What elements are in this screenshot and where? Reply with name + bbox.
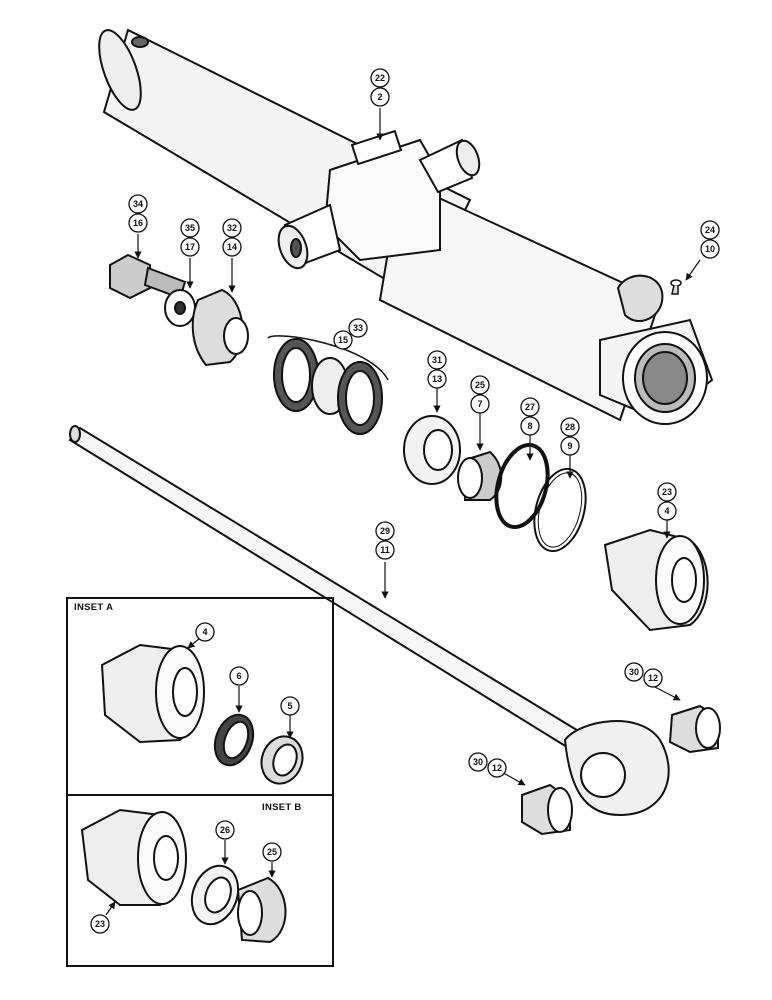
- callout-25-7: 25 7: [470, 375, 490, 414]
- svg-text:28: 28: [565, 422, 575, 432]
- backup-ring-part: [533, 467, 587, 553]
- callout-34-16: 34 16: [128, 194, 148, 233]
- svg-text:17: 17: [185, 242, 195, 252]
- callout-35-17: 35 17: [180, 218, 200, 257]
- svg-text:2: 2: [377, 92, 382, 102]
- callout-29-11: 29 11: [375, 521, 395, 560]
- svg-text:22: 22: [375, 73, 385, 83]
- inset-a-wiper: [260, 735, 304, 785]
- inset-b-spacer: [190, 864, 240, 926]
- bushing-part: [457, 450, 503, 501]
- inset-b-gland: [80, 808, 187, 906]
- svg-text:35: 35: [185, 223, 195, 233]
- svg-text:24: 24: [705, 225, 715, 235]
- callout-inset-b-25: 25: [262, 842, 282, 862]
- piston-part: [267, 335, 389, 435]
- svg-text:16: 16: [133, 218, 143, 228]
- svg-text:27: 27: [525, 402, 535, 412]
- svg-text:13: 13: [432, 374, 442, 384]
- inset-b-title: INSET B: [262, 802, 302, 813]
- washer-part: [164, 289, 196, 327]
- svg-text:7: 7: [477, 399, 482, 409]
- svg-text:5: 5: [287, 701, 292, 711]
- spacer-part: [403, 415, 461, 485]
- svg-text:9: 9: [567, 441, 572, 451]
- inset-b-bushing: [236, 876, 287, 944]
- callout-31-13: 31 13: [427, 350, 447, 389]
- svg-text:4: 4: [664, 506, 669, 516]
- svg-text:26: 26: [220, 825, 230, 835]
- svg-text:33: 33: [353, 323, 363, 333]
- svg-text:4: 4: [202, 627, 207, 637]
- inset-a-gland: [100, 643, 205, 744]
- gland-part: [603, 528, 709, 632]
- svg-text:12: 12: [648, 673, 658, 683]
- callout-inset-b-23: 23: [90, 914, 110, 934]
- svg-text:14: 14: [227, 242, 237, 252]
- svg-text:15: 15: [338, 335, 348, 345]
- screw-part: [670, 279, 682, 295]
- svg-text:6: 6: [236, 671, 241, 681]
- callout-inset-a-6: 6: [229, 666, 249, 686]
- callout-23-4: 23 4: [657, 482, 677, 521]
- piston-rod: [68, 425, 670, 817]
- svg-text:30: 30: [629, 667, 639, 677]
- svg-text:8: 8: [527, 421, 532, 431]
- svg-text:10: 10: [705, 244, 715, 254]
- o-ring-part: [494, 442, 550, 530]
- svg-text:32: 32: [227, 223, 237, 233]
- svg-text:12: 12: [492, 763, 502, 773]
- inset-frame: [66, 597, 334, 967]
- rod-end-bushing-right: [668, 704, 721, 754]
- cylinder-barrel: [98, 28, 714, 425]
- svg-text:29: 29: [380, 526, 390, 536]
- svg-text:23: 23: [95, 919, 105, 929]
- svg-text:34: 34: [133, 199, 143, 209]
- callout-28-9: 28 9: [560, 417, 580, 456]
- svg-text:30: 30: [473, 757, 483, 767]
- inset-a-title: INSET A: [74, 602, 113, 613]
- inset-a-seal: [213, 713, 255, 767]
- callout-22-2: 22 2: [370, 68, 390, 107]
- callout-inset-a-5: 5: [280, 696, 300, 716]
- callout-inset-a-4: 4: [195, 622, 215, 642]
- callout-32-14: 32 14: [222, 218, 242, 257]
- svg-text:25: 25: [475, 380, 485, 390]
- svg-text:25: 25: [267, 847, 277, 857]
- callout-24-10: 24 10: [700, 220, 720, 259]
- rod-end-bushing-left: [521, 783, 573, 836]
- callout-33-15: 33 15: [333, 318, 368, 350]
- svg-text:11: 11: [380, 545, 390, 555]
- callout-27-8: 27 8: [520, 397, 540, 436]
- svg-text:23: 23: [662, 487, 672, 497]
- callout-30-12-right: 30 12: [624, 662, 663, 688]
- piston-nut-part: [191, 288, 249, 367]
- svg-text:31: 31: [432, 355, 442, 365]
- callout-30-12-left: 30 12: [468, 752, 507, 778]
- callout-inset-b-26: 26: [215, 820, 235, 840]
